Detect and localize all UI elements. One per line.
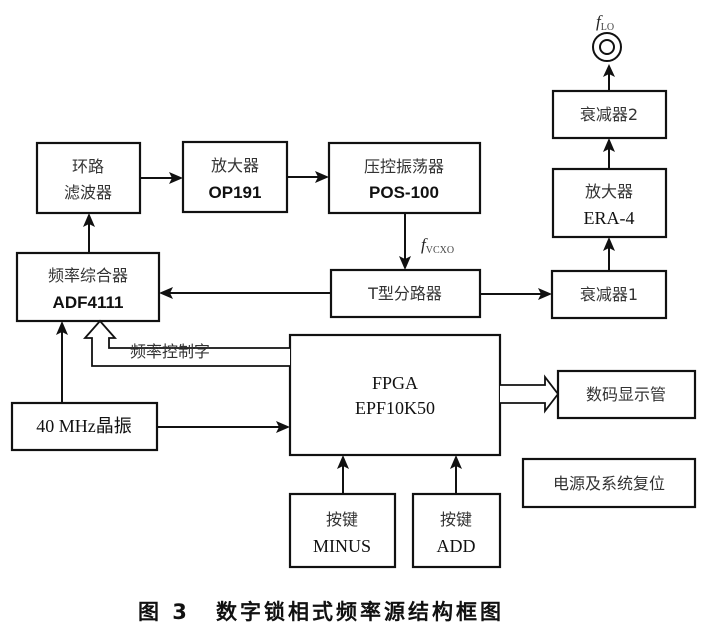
arrow-attenuator2-to-lo bbox=[603, 64, 615, 91]
block-freq-synthesizer: 频率综合器 ADF4111 bbox=[15, 251, 161, 323]
block-amplifier-op191: 放大器 OP191 bbox=[181, 140, 289, 214]
freq-control-word-label: 频率控制字 bbox=[130, 342, 210, 361]
arrow-crystal-to-freqsynth bbox=[56, 321, 68, 403]
caption-title: 数字锁相式频率源结构框图 bbox=[216, 600, 504, 624]
arrow-freqsynth-to-loopfilter bbox=[83, 213, 95, 253]
lo-output-connector-icon bbox=[592, 32, 622, 62]
block-display: 数码显示管 bbox=[556, 369, 697, 420]
signal-vcxo-label: fVCXO bbox=[421, 235, 454, 256]
arrow-op191-to-vco bbox=[287, 171, 329, 183]
block-power-reset: 电源及系统复位 bbox=[521, 457, 697, 509]
fpga-label-2: EPF10K50 bbox=[355, 398, 435, 418]
caption-number: 图 3 bbox=[138, 600, 190, 624]
block-attenuator-1: 衰减器1 bbox=[550, 269, 668, 320]
key-add-label-1: 按键 bbox=[440, 510, 472, 529]
bus-fpga-to-freqsynth bbox=[83, 319, 290, 367]
arrow-keyminus-to-fpga bbox=[337, 455, 349, 494]
loop-filter-label-2: 滤波器 bbox=[64, 183, 112, 202]
amplifier-era4-label-2: ERA-4 bbox=[584, 208, 635, 228]
loop-filter-label-1: 环路 bbox=[72, 157, 104, 176]
freq-synth-label-1: 频率综合器 bbox=[48, 266, 128, 285]
block-key-minus: 按键 MINUS bbox=[288, 492, 397, 569]
amplifier-era4-label-1: 放大器 bbox=[585, 182, 633, 201]
vco-label-1: 压控振荡器 bbox=[364, 157, 444, 176]
arrow-tsplitter-to-freqsynth bbox=[159, 287, 331, 299]
key-minus-label-1: 按键 bbox=[326, 510, 358, 529]
t-splitter-label: T型分路器 bbox=[367, 284, 442, 303]
power-reset-label: 电源及系统复位 bbox=[553, 474, 665, 493]
crystal-label: 40 MHz晶振 bbox=[36, 416, 132, 436]
vco-label-2: POS-100 bbox=[369, 183, 439, 202]
block-fpga: FPGA EPF10K50 bbox=[288, 333, 502, 457]
block-attenuator-2: 衰减器2 bbox=[551, 89, 668, 140]
amplifier-op191-label-1: 放大器 bbox=[211, 156, 259, 175]
arrow-attenuator1-to-era4 bbox=[603, 237, 615, 271]
figure-caption: 图 3 数字锁相式频率源结构框图 bbox=[138, 600, 504, 624]
arrow-keyadd-to-fpga bbox=[450, 455, 462, 494]
arrow-vco-to-tsplitter bbox=[399, 213, 411, 270]
bus-fpga-to-display bbox=[500, 374, 560, 414]
freq-synth-label-2: ADF4111 bbox=[53, 293, 124, 312]
block-loop-filter: 环路 滤波器 bbox=[35, 141, 142, 215]
block-crystal-oscillator: 40 MHz晶振 bbox=[10, 401, 159, 452]
arrow-crystal-to-fpga bbox=[157, 421, 290, 433]
display-label: 数码显示管 bbox=[586, 385, 666, 404]
key-minus-label-2: MINUS bbox=[313, 536, 371, 556]
fpga-label-1: FPGA bbox=[372, 373, 418, 393]
key-add-label-2: ADD bbox=[437, 536, 476, 556]
block-key-add: 按键 ADD bbox=[411, 492, 502, 569]
arrow-tsplitter-to-attenuator1 bbox=[480, 288, 552, 300]
attenuator-1-label: 衰减器1 bbox=[580, 285, 638, 304]
arrow-loopfilter-to-op191 bbox=[140, 172, 183, 184]
block-t-splitter: T型分路器 bbox=[329, 268, 482, 319]
block-amplifier-era4: 放大器 ERA-4 bbox=[551, 167, 668, 239]
attenuator-2-label: 衰减器2 bbox=[580, 105, 638, 124]
block-vco: 压控振荡器 POS-100 bbox=[327, 141, 482, 215]
arrow-era4-to-attenuator2 bbox=[603, 138, 615, 169]
signal-lo-label: fLO bbox=[596, 12, 614, 33]
amplifier-op191-label-2: OP191 bbox=[209, 183, 262, 202]
